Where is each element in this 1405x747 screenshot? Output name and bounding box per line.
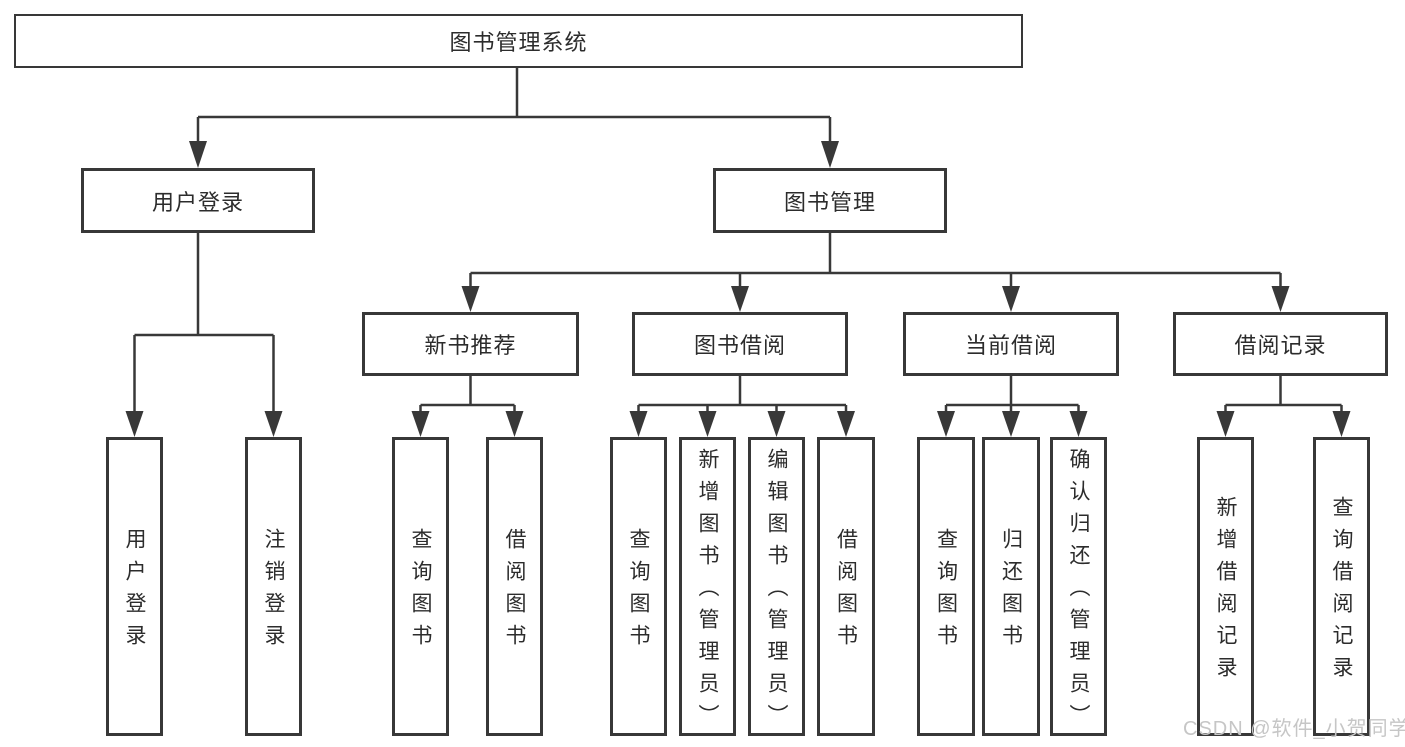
arrow-icon — [125, 411, 144, 437]
leaf-confirm-return-admin: 确认归还（管理员） — [1050, 437, 1107, 736]
arrow-icon — [505, 411, 524, 437]
connector-borrow-records-children — [1224, 376, 1343, 416]
node-label: 用户登录 — [151, 189, 244, 215]
node-borrow-records: 借阅记录 — [1173, 312, 1388, 376]
leaf-query-borrow-record: 查询借阅记录 — [1313, 437, 1370, 736]
arrow-icon — [1002, 411, 1020, 437]
arrow-icon — [1332, 411, 1351, 437]
node-book-management: 图书管理 — [713, 168, 947, 233]
arrow-icon — [837, 411, 855, 437]
node-label: 借阅图书 — [834, 528, 858, 656]
node-current-borrow: 当前借阅 — [903, 312, 1119, 376]
arrow-icon — [461, 286, 480, 312]
arrow-icon — [1216, 411, 1235, 437]
arrow-icon — [1271, 286, 1290, 312]
node-label: 新增借阅记录 — [1214, 496, 1237, 688]
node-label: 确认归还（管理员） — [1067, 448, 1090, 736]
node-label: 借阅记录 — [1234, 333, 1327, 358]
leaf-query-books-current: 查询图书 — [917, 437, 975, 736]
node-label: 查询图书 — [934, 528, 958, 656]
connector-user-login-children — [133, 233, 275, 416]
node-label: 编辑图书（管理员） — [765, 448, 788, 736]
leaf-edit-books-admin: 编辑图书（管理员） — [748, 437, 805, 736]
connector-new-book-recommend-children — [419, 376, 516, 416]
leaf-borrow-books-recommend: 借阅图书 — [486, 437, 543, 736]
node-label: 图书管理系统 — [449, 30, 588, 55]
arrow-icon — [731, 286, 749, 312]
node-label: 借阅图书 — [503, 528, 526, 656]
node-label: 查询借阅记录 — [1330, 496, 1353, 688]
node-label: 新增图书（管理员） — [696, 448, 719, 736]
leaf-return-books: 归还图书 — [982, 437, 1040, 736]
arrow-icon — [189, 141, 207, 168]
node-label: 图书管理 — [783, 189, 876, 215]
connector-book-management-children — [469, 233, 1282, 292]
leaf-logout-login: 注销登录 — [245, 437, 302, 736]
connector-root-to-level2 — [196, 68, 832, 144]
leaf-query-books-recommend: 查询图书 — [392, 437, 449, 736]
arrow-icon — [264, 411, 283, 437]
leaf-query-books-borrow: 查询图书 — [610, 437, 667, 736]
arrow-icon — [411, 411, 430, 437]
node-user-login: 用户登录 — [81, 168, 315, 233]
leaf-borrow-books: 借阅图书 — [817, 437, 875, 736]
node-label: 注销登录 — [262, 528, 285, 656]
connector-current-borrow-children — [944, 376, 1080, 416]
arrow-icon — [698, 411, 717, 437]
node-new-book-recommend: 新书推荐 — [362, 312, 579, 376]
node-book-borrow: 图书借阅 — [632, 312, 848, 376]
node-label: 查询图书 — [627, 528, 650, 656]
node-label: 当前借阅 — [964, 333, 1057, 358]
arrow-icon — [937, 411, 955, 437]
arrow-icon — [1069, 411, 1088, 437]
leaf-user-login: 用户登录 — [106, 437, 163, 736]
node-label: 用户登录 — [123, 528, 146, 656]
node-root-library-system: 图书管理系统 — [14, 14, 1023, 68]
node-label: 图书借阅 — [693, 333, 786, 358]
watermark: CSDN @软件_小贺同学 — [1183, 718, 1405, 740]
node-label: 归还图书 — [999, 528, 1023, 656]
node-label: 查询图书 — [409, 528, 432, 656]
connector-book-borrow-children — [637, 376, 848, 416]
node-label: 新书推荐 — [424, 333, 517, 358]
leaf-add-books-admin: 新增图书（管理员） — [679, 437, 736, 736]
arrow-icon — [629, 411, 648, 437]
arrow-icon — [767, 411, 786, 437]
leaf-add-borrow-record: 新增借阅记录 — [1197, 437, 1254, 736]
arrow-icon — [1002, 286, 1020, 312]
arrow-icon — [821, 141, 839, 168]
arrowheads — [125, 141, 1351, 437]
